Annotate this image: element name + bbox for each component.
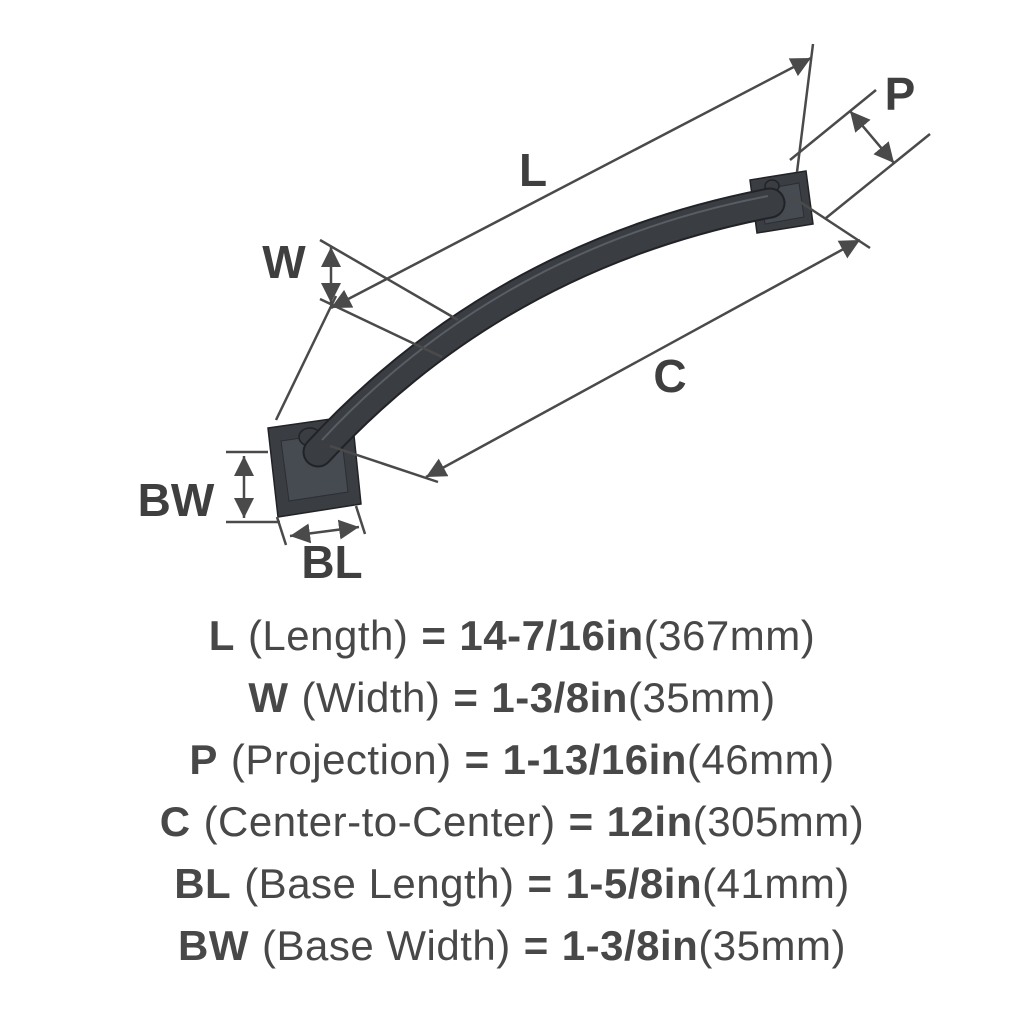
spec-symbol: L bbox=[208, 612, 235, 659]
width-extension-bottom bbox=[319, 297, 443, 359]
handle-dimension-diagram: L P W C BW bbox=[138, 43, 931, 588]
spec-row-center-to-center: C (Center-to-Center) = 12in (305mm) bbox=[160, 800, 865, 844]
spec-metric: (46mm) bbox=[686, 736, 835, 784]
spec-metric: (41mm) bbox=[702, 860, 850, 908]
spec-equals: = bbox=[464, 736, 490, 784]
spec-metric: (35mm) bbox=[698, 922, 846, 970]
spec-symbol: BL bbox=[174, 860, 232, 908]
dimension-length: L bbox=[274, 43, 815, 421]
dimension-label-width: W bbox=[262, 236, 306, 288]
spec-name: (Base Width) bbox=[261, 922, 511, 970]
spec-value: 1-3/8in bbox=[491, 674, 628, 722]
spec-equals: = bbox=[527, 860, 553, 908]
projection-dimension-line bbox=[849, 110, 895, 164]
dimension-projection: P bbox=[789, 68, 931, 219]
spec-symbol: W bbox=[248, 674, 289, 722]
projection-extension-outer bbox=[825, 133, 931, 219]
spec-value: 1-5/8in bbox=[565, 860, 703, 908]
spec-metric: (305mm) bbox=[692, 798, 865, 846]
dimension-label-center: C bbox=[653, 350, 686, 402]
pull-handle bbox=[267, 170, 814, 518]
spec-equals: = bbox=[568, 798, 594, 846]
spec-equals: = bbox=[421, 612, 447, 659]
spec-value: 1-3/8in bbox=[561, 922, 699, 970]
length-extension-left bbox=[274, 295, 338, 421]
spec-symbol: P bbox=[189, 736, 218, 784]
spec-name: (Center-to-Center) bbox=[203, 798, 556, 846]
spec-value: 1-13/16in bbox=[502, 736, 687, 784]
spec-symbol: BW bbox=[178, 922, 249, 970]
dimension-base-length: BL bbox=[275, 505, 367, 588]
spec-row-length: L (Length) = 14-7/16in (367mm) bbox=[208, 612, 816, 659]
dimension-center-to-center: C bbox=[329, 196, 871, 484]
spec-name: (Width) bbox=[301, 674, 441, 722]
dimension-label-projection: P bbox=[885, 68, 916, 120]
spec-row-base-width: BW (Base Width) = 1-3/8in (35mm) bbox=[178, 924, 846, 968]
spec-value: 14-7/16in bbox=[459, 612, 644, 659]
spec-metric: (35mm) bbox=[627, 674, 776, 722]
dimension-label-base-width: BW bbox=[138, 474, 215, 526]
spec-row-base-length: BL (Base Length) = 1-5/8in (41mm) bbox=[174, 862, 850, 906]
length-dimension-line bbox=[330, 56, 812, 310]
spec-symbol: C bbox=[159, 798, 191, 846]
spec-equals: = bbox=[453, 674, 479, 722]
spec-metric: (367mm) bbox=[643, 612, 816, 659]
spec-name: (Projection) bbox=[230, 736, 452, 784]
spec-value: 12in bbox=[606, 798, 693, 846]
center-extension-right bbox=[793, 196, 871, 250]
base-length-dimension-line bbox=[289, 519, 360, 544]
dimension-label-base-length: BL bbox=[301, 536, 362, 588]
spec-name: (Base Length) bbox=[244, 860, 515, 908]
spec-list: L (Length) = 14-7/16in (367mm) W (Width)… bbox=[0, 612, 1024, 987]
spec-row-width: W (Width) = 1-3/8in (35mm) bbox=[248, 674, 776, 722]
center-dimension-line bbox=[425, 238, 861, 479]
spec-name: (Length) bbox=[247, 612, 409, 659]
base-length-extension-right bbox=[354, 505, 367, 535]
spec-equals: = bbox=[523, 922, 549, 970]
center-extension-left bbox=[329, 444, 439, 484]
spec-row-projection: P (Projection) = 1-13/16in (46mm) bbox=[189, 738, 834, 782]
dimension-base-width: BW bbox=[138, 450, 280, 526]
dimension-label-length: L bbox=[519, 144, 547, 196]
projection-extension-inner bbox=[789, 89, 877, 161]
base-length-extension-left bbox=[275, 516, 288, 546]
